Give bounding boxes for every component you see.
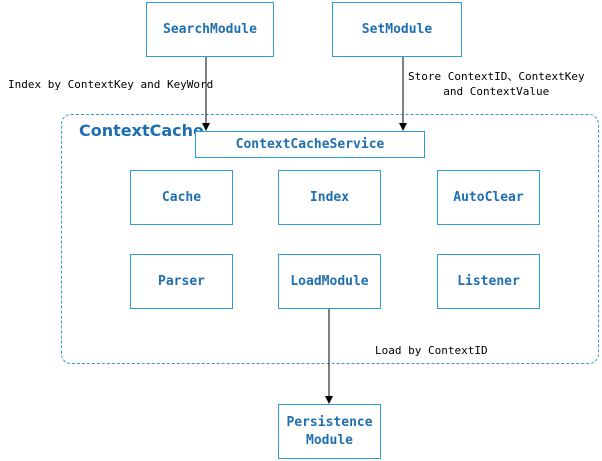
context-cache-service-label: ContextCacheService bbox=[235, 136, 385, 152]
index-box: Index bbox=[278, 170, 381, 225]
listener-label: Listener bbox=[457, 273, 520, 289]
set-edge-label-line1: Store ContextID、ContextKey bbox=[408, 70, 585, 83]
set-edge-label: Store ContextID、ContextKey and ContextVa… bbox=[408, 69, 585, 99]
context-cache-container bbox=[61, 114, 599, 364]
autoclear-box: AutoClear bbox=[437, 170, 540, 225]
set-module-box: SetModule bbox=[332, 2, 462, 57]
context-cache-title: ContextCache bbox=[79, 121, 204, 140]
set-module-label: SetModule bbox=[361, 21, 433, 37]
persistence-module-box: Persistence Module bbox=[278, 404, 381, 459]
cache-label: Cache bbox=[161, 189, 202, 205]
loadmodule-label: LoadModule bbox=[290, 273, 369, 289]
search-module-label: SearchModule bbox=[163, 21, 257, 37]
persistence-module-line1: Persistence bbox=[286, 414, 373, 430]
search-module-box: SearchModule bbox=[146, 2, 274, 57]
autoclear-label: AutoClear bbox=[453, 189, 524, 205]
search-edge-label: Index by ContextKey and KeyWord bbox=[8, 78, 214, 91]
load-edge-label: Load by ContextID bbox=[375, 344, 488, 357]
cache-box: Cache bbox=[130, 170, 233, 225]
loadmodule-box: LoadModule bbox=[278, 254, 381, 309]
index-label: Index bbox=[309, 189, 350, 205]
parser-box: Parser bbox=[130, 254, 233, 309]
parser-label: Parser bbox=[158, 273, 205, 289]
persistence-module-line2: Module bbox=[306, 432, 353, 448]
listener-box: Listener bbox=[437, 254, 540, 309]
set-edge-label-line2: and ContextValue bbox=[443, 85, 550, 98]
context-cache-service-box: ContextCacheService bbox=[195, 131, 425, 158]
